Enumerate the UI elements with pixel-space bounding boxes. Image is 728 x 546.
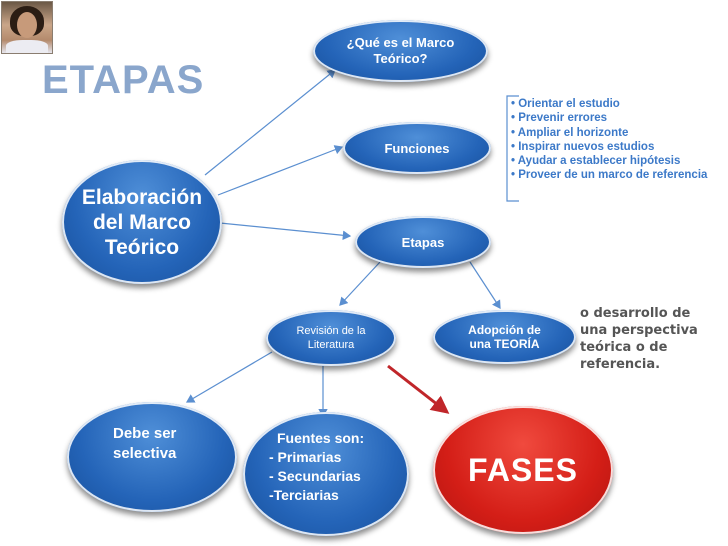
- arrow-revision-to-selectiva: [185, 351, 273, 403]
- node-fuentes-title: Fuentes son:: [277, 430, 365, 446]
- node-revision: Revisión de la Literatura: [266, 310, 396, 366]
- node-fases-label: FASES: [468, 451, 578, 488]
- funciones-list-item: • Prevenir errores: [511, 112, 608, 125]
- funciones-list-item: • Ayudar a establecer hipótesis: [511, 155, 681, 168]
- fuentes-item-secundarias: - Secundarias: [269, 468, 361, 484]
- avatar-photo: [1, 1, 53, 54]
- page-title: ETAPAS: [42, 58, 205, 102]
- funciones-list-item: • Orientar el estudio: [511, 98, 620, 110]
- node-etapas: Etapas: [355, 216, 491, 268]
- node-selectiva: Debe ser selectiva: [67, 402, 237, 512]
- arrow-revision-to-fases: [387, 364, 450, 414]
- node-etapas-label: Etapas: [401, 234, 445, 250]
- adopcion-note: o desarrollo de una perspectiva teórica …: [580, 306, 698, 372]
- fuentes-item-primarias: - Primarias: [269, 449, 342, 465]
- fuentes-item-terciarias: -Terciarias: [269, 487, 339, 503]
- node-que-es-label: ¿Qué es el Marco Teórico?: [346, 35, 455, 66]
- funciones-list-item: • Proveer de un marco de referencia: [511, 169, 708, 182]
- arrow-etapas-to-adopcion: [469, 261, 501, 310]
- bracket-funciones-list: [506, 95, 519, 202]
- arrow-etapas-to-revision: [339, 261, 381, 306]
- node-adopcion: Adopción de una TEORÍA: [433, 310, 576, 364]
- arrow-main-to-funciones: [217, 145, 344, 196]
- node-elaboracion-label: Elaboración del Marco Teórico: [81, 185, 203, 259]
- arrow-main-to-que-es: [204, 69, 336, 176]
- node-adopcion-label: Adopción de una TEORÍA: [468, 323, 541, 351]
- node-que-es: ¿Qué es el Marco Teórico?: [313, 20, 488, 82]
- arrow-main-to-etapas: [219, 222, 352, 241]
- funciones-list-item: • Inspirar nuevos estudios: [511, 140, 655, 153]
- node-fuentes: Fuentes son: - Primarias - Secundarias -…: [243, 412, 409, 536]
- funciones-list-item: • Ampliar el horizonte: [511, 126, 629, 139]
- funciones-list: • Orientar el estudio • Prevenir errores…: [511, 97, 721, 183]
- node-fases: FASES: [433, 406, 613, 534]
- node-selectiva-label: Debe ser selectiva: [113, 425, 177, 462]
- node-revision-label: Revisión de la Literatura: [296, 325, 366, 351]
- node-funciones: Funciones: [343, 122, 491, 174]
- node-elaboracion: Elaboración del Marco Teórico: [62, 160, 222, 284]
- node-funciones-label: Funciones: [384, 140, 450, 156]
